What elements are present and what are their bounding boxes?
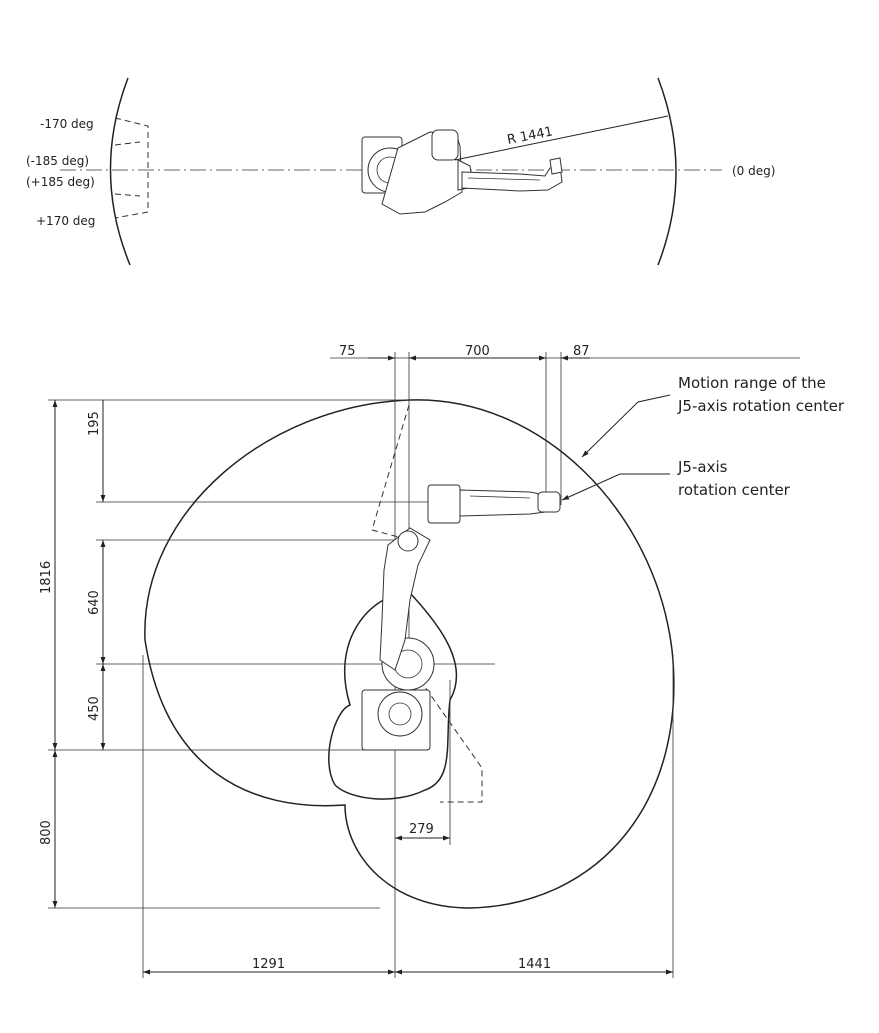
dim-label-450: 450	[87, 696, 102, 721]
motion-range-note-line1: Motion range of the	[678, 374, 826, 392]
dashed-arm-guide	[371, 404, 410, 531]
motion-range-envelope	[144, 399, 675, 909]
angle-label-pos185: (+185 deg)	[26, 175, 95, 189]
dim-label-87: 87	[573, 344, 590, 359]
angle-label-neg170: -170 deg	[40, 117, 94, 131]
angle-label-pos170: +170 deg	[36, 214, 95, 228]
robot-top-silhouette	[361, 129, 563, 215]
radius-line	[454, 115, 669, 161]
dim-label-800: 800	[39, 820, 54, 845]
reach-arc-right	[657, 77, 677, 266]
angle-label-zero: (0 deg)	[732, 164, 775, 178]
side-view: 75 700 87 195 640 450 1816 800 279 1291 …	[39, 344, 845, 978]
motion-range-leader	[581, 394, 671, 458]
dim-label-1441: 1441	[518, 957, 551, 972]
joint1-limit-tick-lower	[114, 193, 141, 197]
rotation-center-note-line2: rotation center	[678, 481, 791, 499]
dashed-lower-limit	[419, 679, 483, 803]
joint1-limit-bracket	[114, 117, 149, 219]
dim-label-75: 75	[339, 344, 356, 359]
top-view: R 1441 -170 deg (-185 deg) (+185 deg) +1…	[26, 77, 775, 266]
center-leader	[561, 473, 670, 501]
dim-label-1291: 1291	[252, 957, 285, 972]
dim-label-195: 195	[87, 411, 102, 436]
dim-label-640: 640	[87, 590, 102, 615]
rotation-center-note-line1: J5-axis	[677, 458, 728, 476]
robot-side-silhouette	[361, 484, 561, 751]
reach-arc-left	[109, 77, 131, 266]
dim-label-1816: 1816	[39, 561, 54, 594]
inner-envelope	[328, 591, 458, 800]
dim-label-279: 279	[409, 822, 434, 837]
motion-range-note-line2: J5-axis rotation center	[677, 397, 845, 415]
joint1-limit-tick-upper	[114, 141, 141, 146]
angle-label-neg185: (-185 deg)	[26, 154, 89, 168]
dim-label-700: 700	[465, 344, 490, 359]
